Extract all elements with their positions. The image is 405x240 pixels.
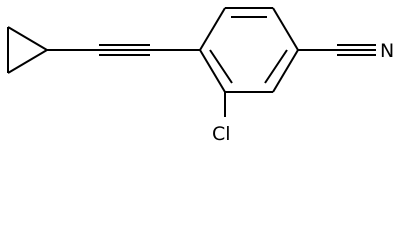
ring-bond-lower: [7, 49, 48, 74]
cyclopropyl-ring: [7, 26, 48, 74]
structure-canvas: N Cl: [7, 7, 395, 145]
molecule-structure: N Cl: [7, 7, 394, 145]
ring-bond-c3-c4: [272, 7, 299, 51]
chloro-substituent: Cl: [212, 92, 231, 145]
nitrile-group: N: [298, 40, 394, 62]
chlorine-label: Cl: [212, 123, 231, 145]
benzene-ring: [199, 7, 299, 93]
ring-bond-c1-c2: [199, 7, 226, 51]
nitrogen-label: N: [380, 40, 394, 62]
double-bond-inner-left: [209, 49, 233, 84]
ring-bond-upper: [7, 26, 48, 51]
alkyne-linker: [47, 44, 200, 56]
ring-bond-c6-c1: [199, 49, 226, 93]
ring-bond-c4-c5: [272, 49, 299, 93]
double-bond-inner-right: [264, 49, 288, 84]
